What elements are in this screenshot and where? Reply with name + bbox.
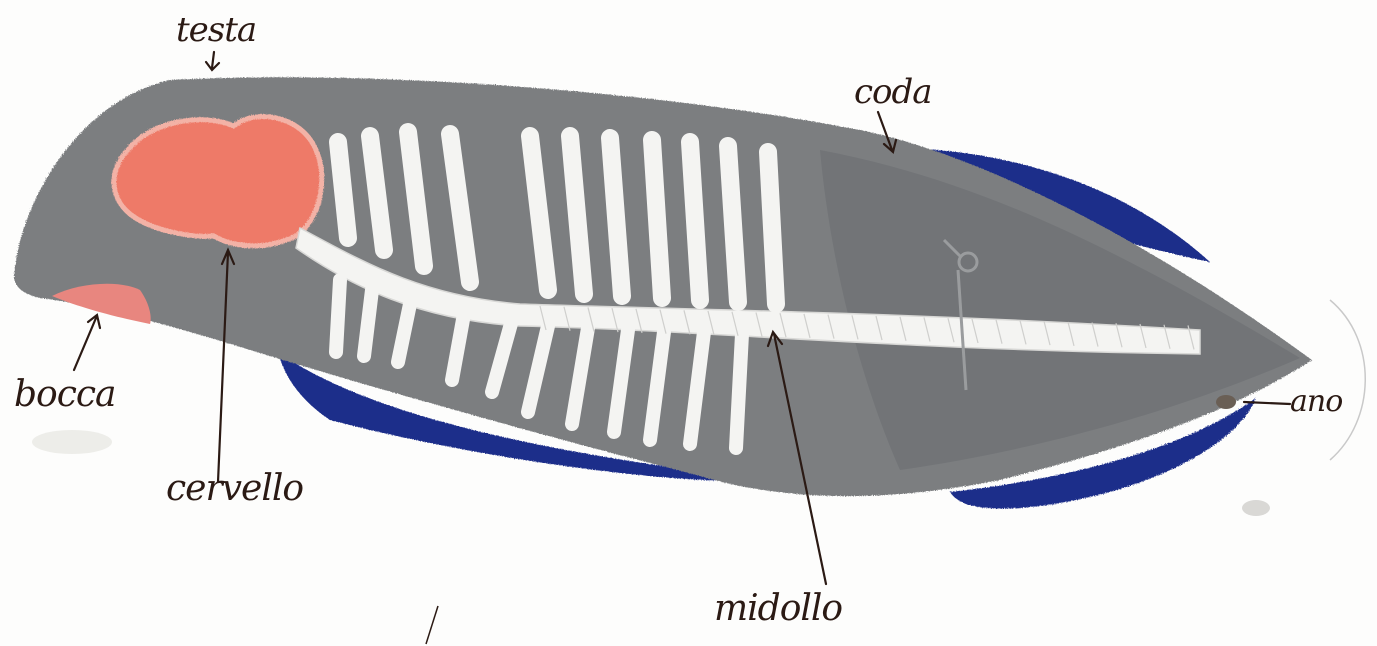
rib xyxy=(690,142,700,300)
label-testa: testa xyxy=(176,10,256,50)
rib xyxy=(364,290,372,356)
arrow-bocca xyxy=(74,315,100,370)
smudge xyxy=(1242,500,1270,516)
arrow-testa xyxy=(206,52,219,70)
label-coda: coda xyxy=(854,72,932,112)
rib xyxy=(728,146,738,302)
rib xyxy=(768,152,776,304)
smudge xyxy=(32,430,112,454)
outline-arc xyxy=(1330,300,1365,460)
rib xyxy=(610,138,622,296)
label-cervello: cervello xyxy=(166,468,303,509)
rib xyxy=(338,142,348,238)
stray-mark xyxy=(426,606,438,644)
label-bocca: bocca xyxy=(14,374,116,415)
anus-mark xyxy=(1216,395,1236,409)
label-midollo: midollo xyxy=(714,588,842,629)
rib xyxy=(652,140,662,298)
label-ano: ano xyxy=(1290,384,1342,419)
rib xyxy=(736,334,742,448)
rib xyxy=(336,280,340,352)
